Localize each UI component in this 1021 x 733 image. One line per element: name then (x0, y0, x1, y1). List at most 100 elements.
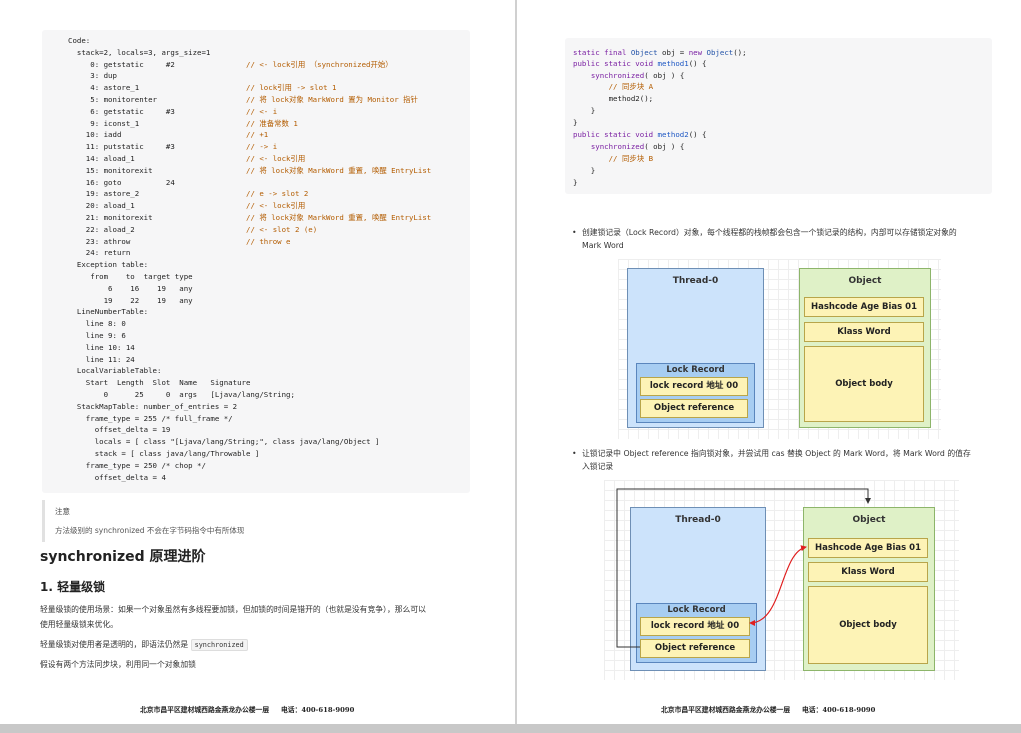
code-text: locals = [ class "[Ljava/lang/String;", … (68, 437, 380, 447)
code-line: StackMapTable: number_of_entries = 2 (68, 401, 237, 412)
object-box: Object Hashcode Age Bias 01 Klass Word O… (803, 507, 935, 671)
code-line: // 同步块 B (608, 154, 654, 163)
code-text: 6: getstatic #3 (68, 106, 175, 116)
code-line: 22: aload_2// <- slot 2 (e) (68, 224, 317, 235)
klass-word-field: Klass Word (808, 562, 928, 582)
hashcode-field: Hashcode Age Bias 01 (808, 538, 928, 558)
code-comment: // <- i (246, 106, 278, 116)
code-line: offset_delta = 4 (68, 472, 166, 483)
right-page: static final Object obj = new Object(); … (518, 0, 1021, 724)
page-divider (515, 0, 517, 724)
code-text: frame_type = 250 /* chop */ (68, 460, 206, 470)
object-body-field: Object body (804, 346, 924, 422)
code-text: Start Length Slot Name Signature (68, 378, 251, 388)
code-line: } (573, 178, 578, 187)
paragraph: 假设有两个方法同步块，利用同一个对象加锁 (40, 660, 196, 669)
code-line: 20: aload_1// <- lock引用 (68, 200, 305, 211)
code-line: offset_delta = 19 (68, 424, 171, 435)
code-comment: // <- lock引用 （synchronized开始） (246, 59, 393, 69)
code-line: Code: (68, 35, 90, 46)
java-code-block: static final Object obj = new Object(); … (565, 38, 992, 194)
object-box: Object Hashcode Age Bias 01 Klass Word O… (799, 268, 931, 428)
paragraph-line: 使用轻量级锁来优化。 (40, 620, 118, 629)
code-line: line 9: 6 (68, 330, 126, 341)
code-line: 21: monitorexit // 将 lock对象 MarkWord 重置, … (68, 212, 431, 223)
bullet-item: • 创建锁记录（Lock Record）对象，每个线程都的栈帧都会包含一个锁记录… (572, 226, 1002, 252)
lock-record-address: lock record 地址 00 (640, 377, 748, 396)
code-line: 6: getstatic #3 // <- i (68, 106, 277, 117)
bullet-text: 创建锁记录（Lock Record）对象，每个线程都的栈帧都会包含一个锁记录的结… (582, 228, 957, 237)
code-line: LocalVariableTable: (68, 365, 162, 376)
code-line: 15: monitorexit// 将 lock对象 MarkWord 重置, … (68, 165, 431, 176)
code-line: 3: dup (68, 70, 117, 81)
code-text: 10: iadd (68, 130, 122, 140)
code-line: 14: aload_1// <- lock引用 (68, 153, 305, 164)
code-comment: // 将 lock对象 MarkWord 置为 Monitor 指针 (246, 95, 418, 104)
code-line: 9: iconst_1// 准备常数 1 (68, 118, 298, 129)
paragraph-text: 轻量级锁对使用者是透明的，即语法仍然是 (40, 640, 189, 649)
code-text: StackMapTable: number_of_entries = 2 (68, 401, 238, 411)
code-text: offset_delta = 4 (68, 472, 166, 482)
note-text: 方法级别的 synchronized 不会在字节码指令中有所体现 (55, 526, 245, 535)
object-reference: Object reference (640, 399, 748, 418)
code-text: line 10: 14 (68, 342, 135, 352)
code-line: method2(); (573, 94, 654, 103)
code-line: line 8: 0 (68, 318, 126, 329)
code-comment: // +1 (246, 130, 269, 140)
code-text: Exception table: (68, 260, 149, 270)
code-line: 4: astore_1// lock引用 -> slot 1 (68, 82, 336, 93)
hashcode-field: Hashcode Age Bias 01 (804, 297, 924, 317)
thread-title: Thread-0 (672, 276, 719, 286)
code-line: frame_type = 250 /* chop */ (68, 460, 206, 471)
code-text: from to target type (68, 272, 193, 281)
code-line: } (573, 166, 596, 175)
code-line: 16: goto 24 (68, 177, 175, 188)
code-line: } (573, 106, 596, 115)
code-line: 11: putstatic #3// -> i (68, 141, 277, 152)
object-reference-arrow (616, 488, 871, 648)
object-reference: Object reference (640, 639, 750, 658)
lock-record-address: lock record 地址 00 (640, 617, 750, 636)
code-line: LineNumberTable: (68, 306, 148, 317)
code-comment: // -> i (246, 142, 278, 152)
code-text: line 8: 0 (68, 319, 126, 329)
code-comment: // <- lock引用 (246, 154, 306, 163)
left-page: Code: stack=2, locals=3, args_size=1 0: … (0, 0, 514, 724)
paragraph-line: 轻量级锁的使用场景：如果一个对象虽然有多线程要加锁，但加锁的时间是错开的（也就是… (40, 605, 426, 614)
page-footer: 北京市昌平区建材城西路金燕龙办公楼一层 电话：400-618-9090 (140, 706, 355, 714)
code-text: 21: monitorexit (68, 213, 153, 222)
code-text: 0 25 0 args [Ljava/lang/String; (68, 390, 295, 399)
note-callout: 注意 方法级别的 synchronized 不会在字节码指令中有所体现 (42, 500, 473, 542)
code-comment: // lock引用 -> slot 1 (246, 83, 337, 93)
code-line: from to target type (68, 271, 193, 282)
thread-title: Thread-0 (675, 515, 721, 525)
code-line: Exception table: (68, 259, 148, 270)
code-text: 23: athrow (68, 236, 131, 246)
lock-record-box: Lock Record lock record 地址 00 Object ref… (636, 363, 755, 423)
code-line: 10: iadd // +1 (68, 129, 268, 140)
inline-code: synchronized (190, 639, 248, 651)
bytecode-block: Code: stack=2, locals=3, args_size=1 0: … (42, 30, 470, 493)
code-line: synchronized( obj ) { (590, 142, 685, 151)
code-comment: // 将 lock对象 MarkWord 重置, 唤醒 EntryList (246, 213, 432, 222)
code-line: 0: getstatic #2// <- lock引用 （synchronize… (68, 59, 392, 70)
code-text: offset_delta = 19 (68, 425, 171, 435)
code-text: 19: astore_2 (68, 189, 140, 199)
code-line: 23: athrow// throw e (68, 236, 291, 247)
object-title: Object (852, 515, 886, 525)
code-text: 5: monitorenter (68, 95, 157, 104)
code-line: } (573, 118, 578, 127)
bullet-text: Mark Word (582, 241, 624, 250)
code-line: 19 22 19 any (68, 295, 193, 306)
code-line: 19: astore_2// e -> slot 2 (68, 188, 309, 199)
paragraph: 轻量级锁对使用者是透明的，即语法仍然是 synchronized (40, 639, 248, 651)
code-text: LocalVariableTable: (68, 366, 162, 376)
code-line: 6 16 19 any (68, 283, 193, 294)
code-text: 16: goto 24 (68, 177, 175, 187)
code-text: 19 22 19 any (68, 295, 193, 305)
code-line: synchronized( obj ) { (590, 71, 685, 80)
code-text: line 9: 6 (68, 331, 126, 340)
code-text: LineNumberTable: (68, 307, 149, 317)
thread-box: Thread-0 Lock Record lock record 地址 00 O… (627, 268, 764, 428)
cas-swap-arrow-back (749, 546, 807, 626)
